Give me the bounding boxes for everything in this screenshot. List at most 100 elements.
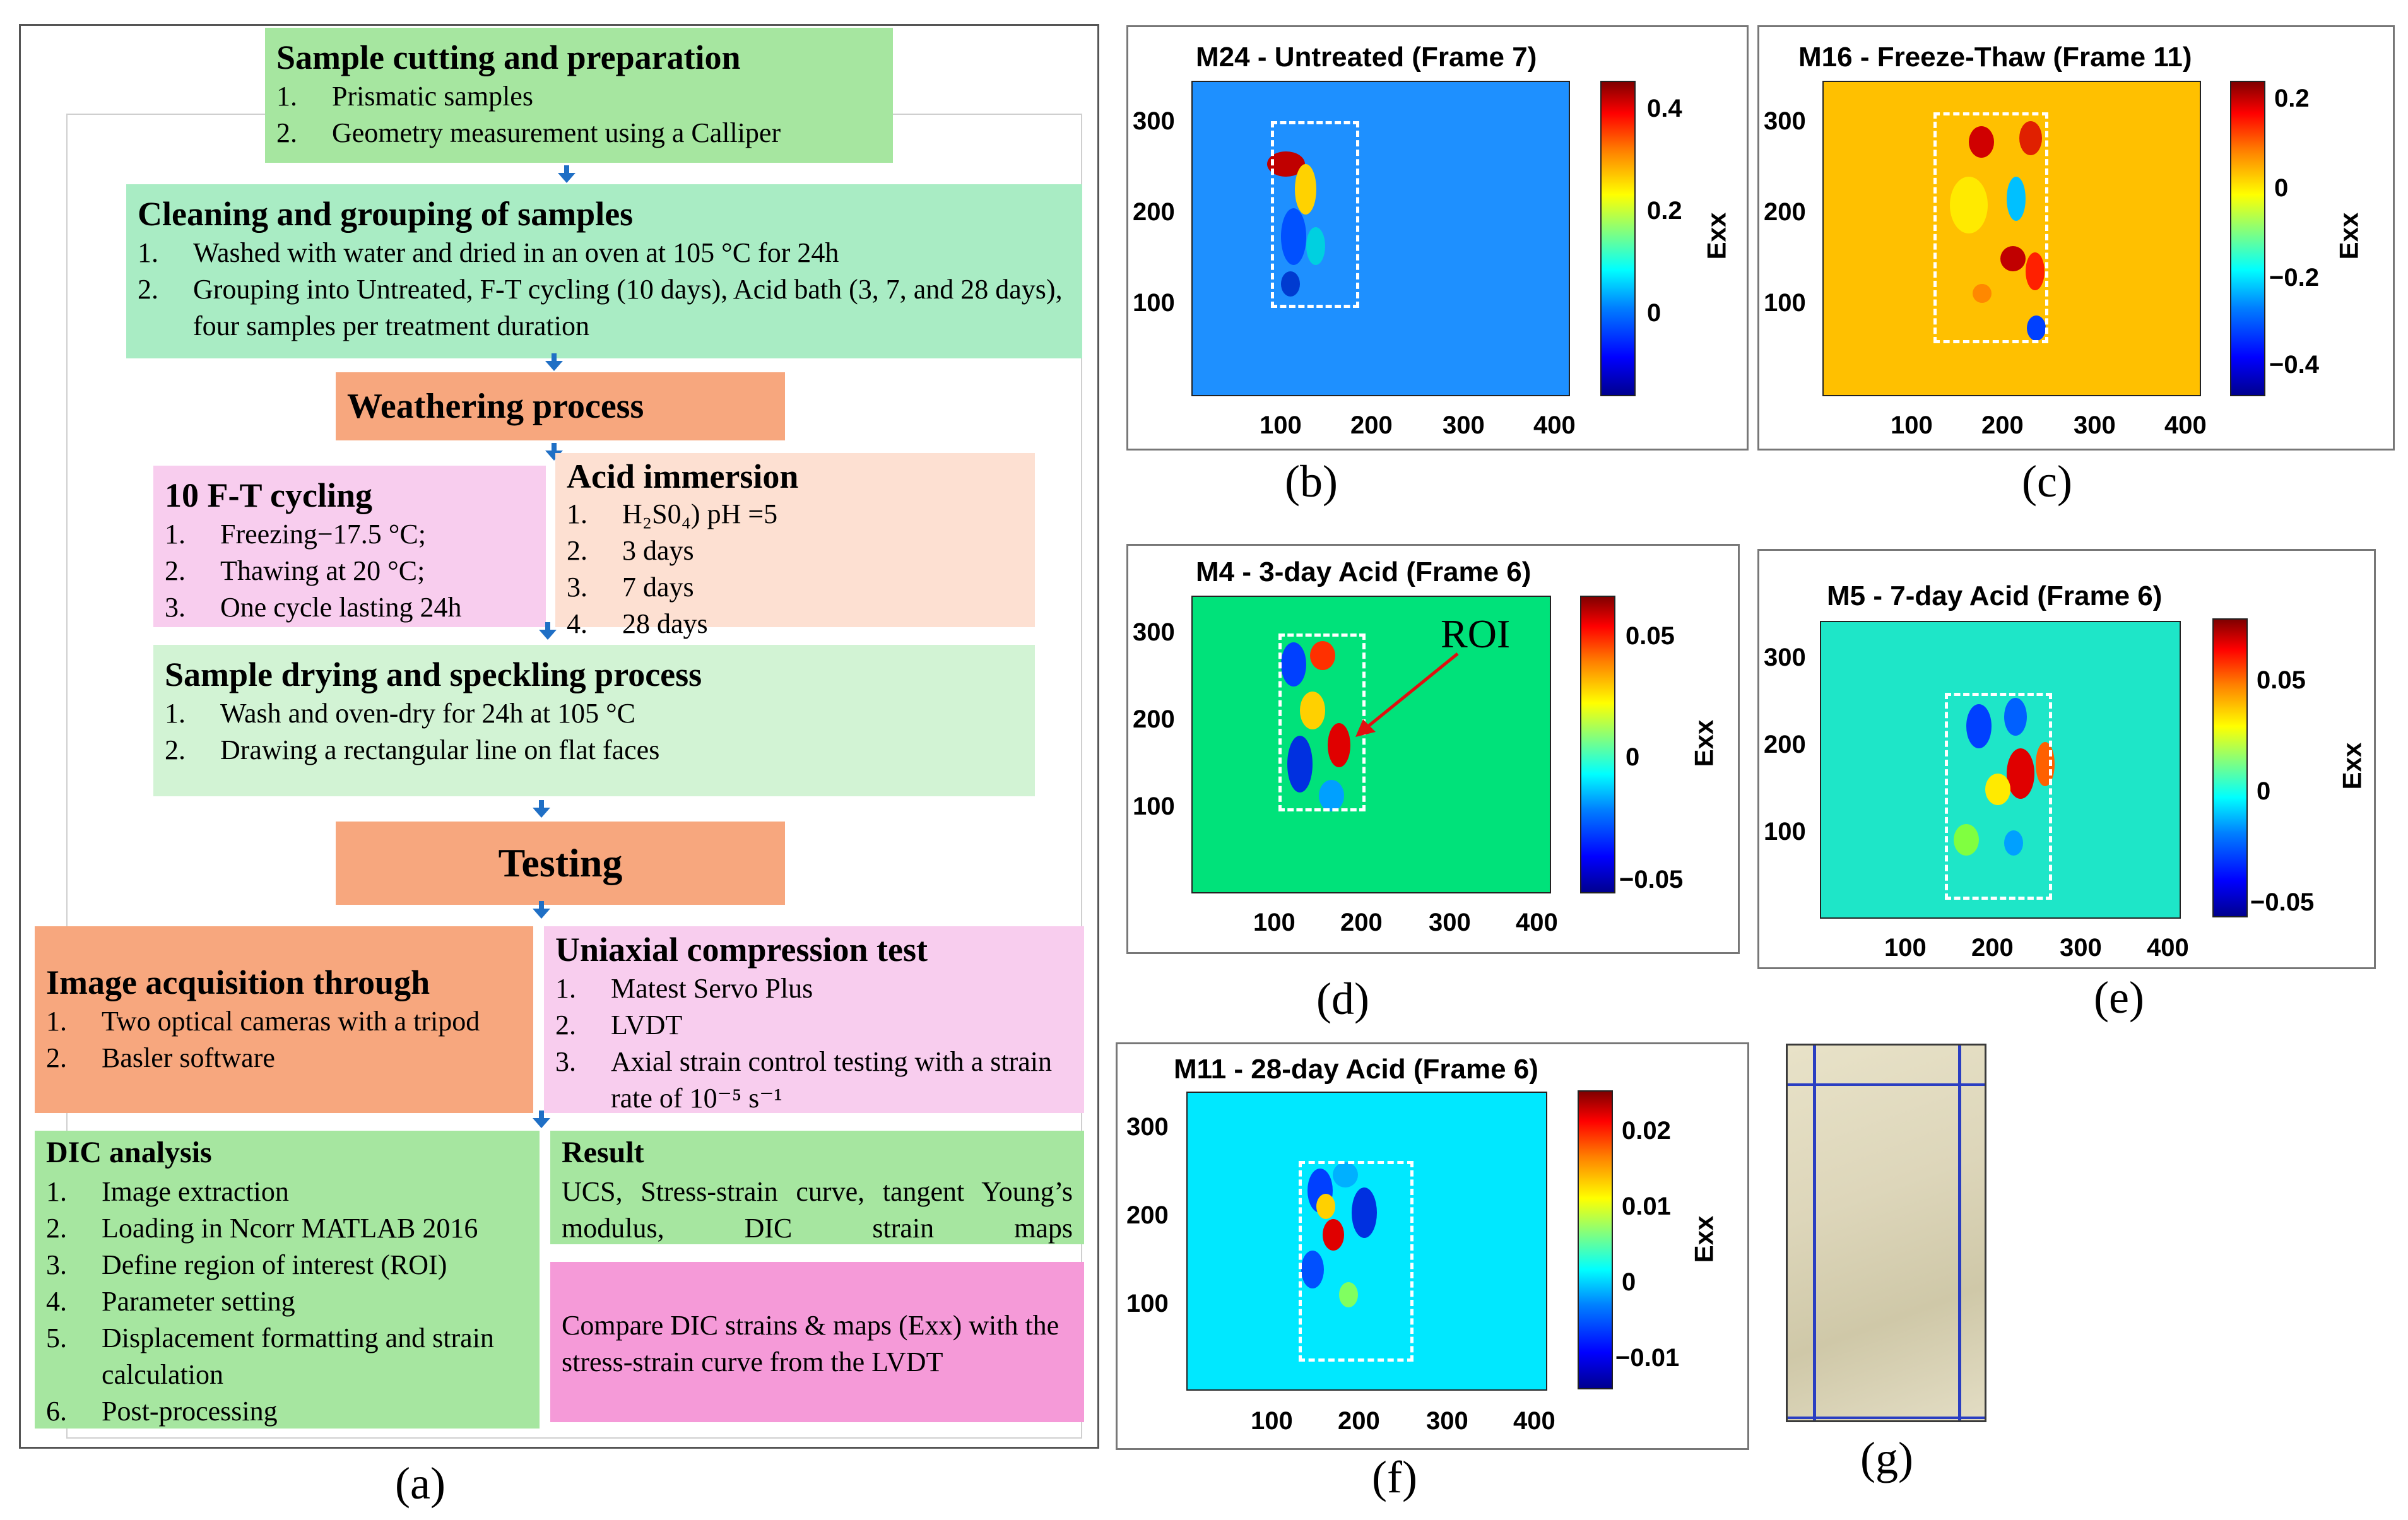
box-title: 10 F-T cycling [165, 476, 372, 514]
box-ft-cycling: 10 F-T cycling 1.Freezing−17.5 °C; 2.Tha… [153, 466, 546, 627]
panel-c-title: M16 - Freeze-Thaw (Frame 11) [1798, 42, 2192, 73]
strain-blob [1323, 1219, 1344, 1251]
cbar-tick: 0 [1647, 299, 1661, 327]
y-tick: 200 [1764, 198, 1806, 226]
roi-box [1271, 121, 1359, 308]
strain-blob [1339, 1282, 1358, 1307]
roi-box [1945, 693, 2052, 900]
cbar-tick: 0 [2274, 174, 2289, 202]
box-title: Sample cutting and preparation [276, 38, 741, 76]
list-item: 1.Two optical cameras with a tripod [46, 1006, 480, 1037]
y-tick: 300 [1126, 1113, 1169, 1141]
cbar-tick: 0.4 [1647, 95, 1682, 122]
list-item: 3.Axial strain control testing with a st… [555, 1046, 1052, 1114]
y-tick: 100 [1133, 792, 1175, 820]
cbar-tick: 0.05 [2257, 666, 2306, 694]
strain-blob [1281, 208, 1306, 265]
list-item: 3.7 days [567, 572, 694, 603]
cbar-tick: 0 [1622, 1268, 1636, 1296]
y-tick: 100 [1133, 289, 1175, 317]
drawn-line [1958, 1046, 1961, 1420]
flowchart-frame [19, 24, 1099, 1449]
x-tick: 200 [1971, 934, 2014, 962]
list-item: 2.3 days [567, 535, 694, 566]
box-dic-analysis: DIC analysis 1.Image extraction 2.Loadin… [35, 1131, 540, 1429]
y-tick: 300 [1133, 618, 1175, 646]
x-tick: 400 [2164, 411, 2207, 439]
list-item: 2.Thawing at 20 °C; [165, 555, 425, 586]
caption-a: (a) [395, 1458, 446, 1509]
cbar-tick: −0.4 [2269, 351, 2319, 379]
cbar-tick: −0.2 [2269, 264, 2319, 292]
x-tick: 300 [1426, 1407, 1468, 1435]
list-item: 1.H₂S0₄) pH =5 [567, 498, 778, 529]
drawn-line [1788, 1417, 1985, 1419]
x-tick: 100 [1884, 934, 1927, 962]
list-item: 1.Wash and oven-dry for 24h at 105 °C [165, 698, 636, 729]
cbar-tick: 0.05 [1626, 622, 1675, 650]
strain-map-f [1186, 1092, 1547, 1391]
x-tick: 200 [1338, 1407, 1380, 1435]
strain-blob [2004, 830, 2023, 856]
cbar-tick: 0 [1626, 743, 1640, 771]
cbar-tick: 0.2 [1647, 197, 1682, 225]
y-tick: 200 [1133, 705, 1175, 733]
strain-blob [2007, 177, 2026, 221]
cbar-tick: −0.05 [2250, 888, 2315, 916]
box-compare: Compare DIC strains & maps (Exx) with th… [550, 1262, 1084, 1422]
x-tick: 300 [2060, 934, 2102, 962]
caption-b: (b) [1285, 456, 1338, 507]
x-tick: 200 [1340, 909, 1383, 936]
strain-blob [1306, 227, 1325, 265]
strain-blob [1954, 824, 1979, 856]
list-item: 5.Displacement formatting and strain cal… [46, 1323, 494, 1390]
box-result: Result UCS, Stress-strain curve, tangent… [550, 1131, 1084, 1244]
x-tick: 100 [1251, 1407, 1293, 1435]
cbar-label: Exx [2334, 212, 2364, 260]
cbar-tick: 0.01 [1622, 1193, 1671, 1220]
roi-annotation: ROI [1441, 611, 1511, 656]
roi-box [1933, 112, 2048, 343]
list-item: 1.Matest Servo Plus [555, 973, 813, 1004]
cbar-tick: 0 [2257, 777, 2271, 805]
list-item: 1.Prismatic samples [276, 81, 533, 112]
x-tick: 400 [1533, 411, 1576, 439]
strain-blob [2027, 315, 2046, 341]
cbar-tick: 0.2 [2274, 85, 2310, 112]
box-sample-cutting: Sample cutting and preparation 1.Prismat… [265, 28, 893, 163]
list-item: 3.Define region of interest (ROI) [46, 1249, 447, 1280]
list-item: 2.Geometry measurement using a Calliper [276, 117, 781, 148]
y-tick: 200 [1126, 1201, 1169, 1229]
strain-blob [1969, 126, 1994, 158]
strain-blob [1281, 271, 1300, 297]
strain-blob [2026, 252, 2045, 290]
cbar-label: Exx [1701, 212, 1732, 260]
list-item: 3.One cycle lasting 24h [165, 592, 462, 623]
y-tick: 100 [1126, 1290, 1169, 1317]
caption-d: (d) [1316, 974, 1369, 1024]
strain-blob [2019, 121, 2042, 155]
panel-e-title: M5 - 7-day Acid (Frame 6) [1827, 580, 2163, 611]
caption-c: (c) [2022, 456, 2072, 507]
list-item: 2.Loading in Ncorr MATLAB 2016 [46, 1213, 478, 1244]
y-tick: 100 [1764, 818, 1806, 845]
strain-blob [1950, 177, 1988, 233]
roi-box [1299, 1161, 1414, 1362]
strain-blob [1287, 736, 1313, 792]
cbar-label: Exx [1689, 719, 1719, 767]
x-tick: 400 [2147, 934, 2189, 962]
panel-d-title: M4 - 3-day Acid (Frame 6) [1196, 557, 1532, 587]
compare-text: Compare DIC strains & maps (Exx) with th… [562, 1310, 1059, 1377]
box-image-acquisition: Image acquisition through 1.Two optical … [35, 926, 533, 1113]
x-tick: 300 [1443, 411, 1485, 439]
caption-g: (g) [1860, 1433, 1913, 1483]
list-item: 2.Grouping into Untreated, F-T cycling (… [138, 274, 1063, 341]
specimen-photo [1786, 1044, 1986, 1422]
x-tick: 100 [1260, 411, 1302, 439]
box-drying-speckling: Sample drying and speckling process 1.Wa… [153, 645, 1035, 796]
y-tick: 300 [1133, 107, 1175, 135]
strain-map-b [1191, 81, 1570, 396]
list-item: 2.Drawing a rectangular line on flat fac… [165, 734, 660, 765]
x-tick: 200 [1350, 411, 1393, 439]
y-tick: 300 [1764, 644, 1806, 671]
